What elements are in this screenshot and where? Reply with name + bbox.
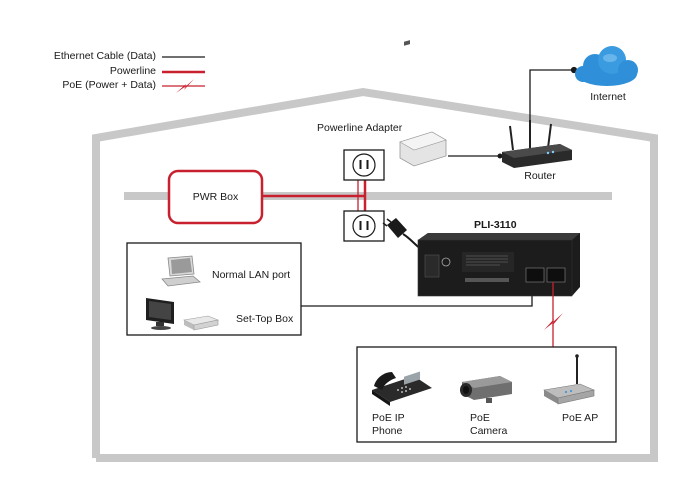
cloud-icon <box>575 46 638 86</box>
pwr-box-label: PWR Box <box>192 191 239 203</box>
access-point-icon <box>543 354 595 405</box>
pwr-box <box>167 169 264 225</box>
legend-poe-label: PoE (Power + Data) <box>62 79 156 91</box>
legend-powerline-label: Powerline <box>109 65 156 77</box>
poe-link <box>544 282 563 347</box>
outlet-icon <box>343 210 385 242</box>
poe-camera-label-line1: PoE <box>470 412 490 424</box>
ip-phone-icon <box>372 371 432 406</box>
monitor-icon <box>146 298 174 330</box>
legend-poe-line <box>162 79 205 93</box>
lightning-icon <box>544 313 563 330</box>
powerline-adapter-icon <box>399 40 447 167</box>
set-top-box-icon <box>183 315 220 331</box>
poe-ip-phone-label-line2: Phone <box>372 425 403 437</box>
internet-label: Internet <box>590 91 626 103</box>
adapter-router-link <box>448 153 503 159</box>
poe-ip-phone-label-line1: PoE IP <box>372 412 405 424</box>
poe-camera-label-line2: Camera <box>470 425 508 437</box>
poe-ip-phone-label: PoE IP Phone <box>372 412 422 438</box>
device-label: PLI-3110 <box>474 219 517 231</box>
powerline-adapter-label: Powerline Adapter <box>317 122 403 134</box>
legend <box>162 56 205 93</box>
outlet-icon <box>343 149 385 181</box>
normal-lan-port-label: Normal LAN port <box>212 269 291 281</box>
set-top-box-label: Set-Top Box <box>236 313 294 325</box>
laptop-icon <box>161 255 201 287</box>
internet-link <box>529 66 578 150</box>
poe-ap-label: PoE AP <box>562 412 599 424</box>
router-icon <box>502 120 572 168</box>
legend-ethernet-label: Ethernet Cable (Data) <box>53 50 156 62</box>
pli-3110-device <box>417 233 580 297</box>
poe-camera-label: PoE Camera <box>470 412 520 438</box>
router-label: Router <box>524 170 556 182</box>
camera-icon <box>460 376 512 403</box>
powerline-cabling <box>262 180 367 212</box>
house-outline <box>92 87 658 462</box>
